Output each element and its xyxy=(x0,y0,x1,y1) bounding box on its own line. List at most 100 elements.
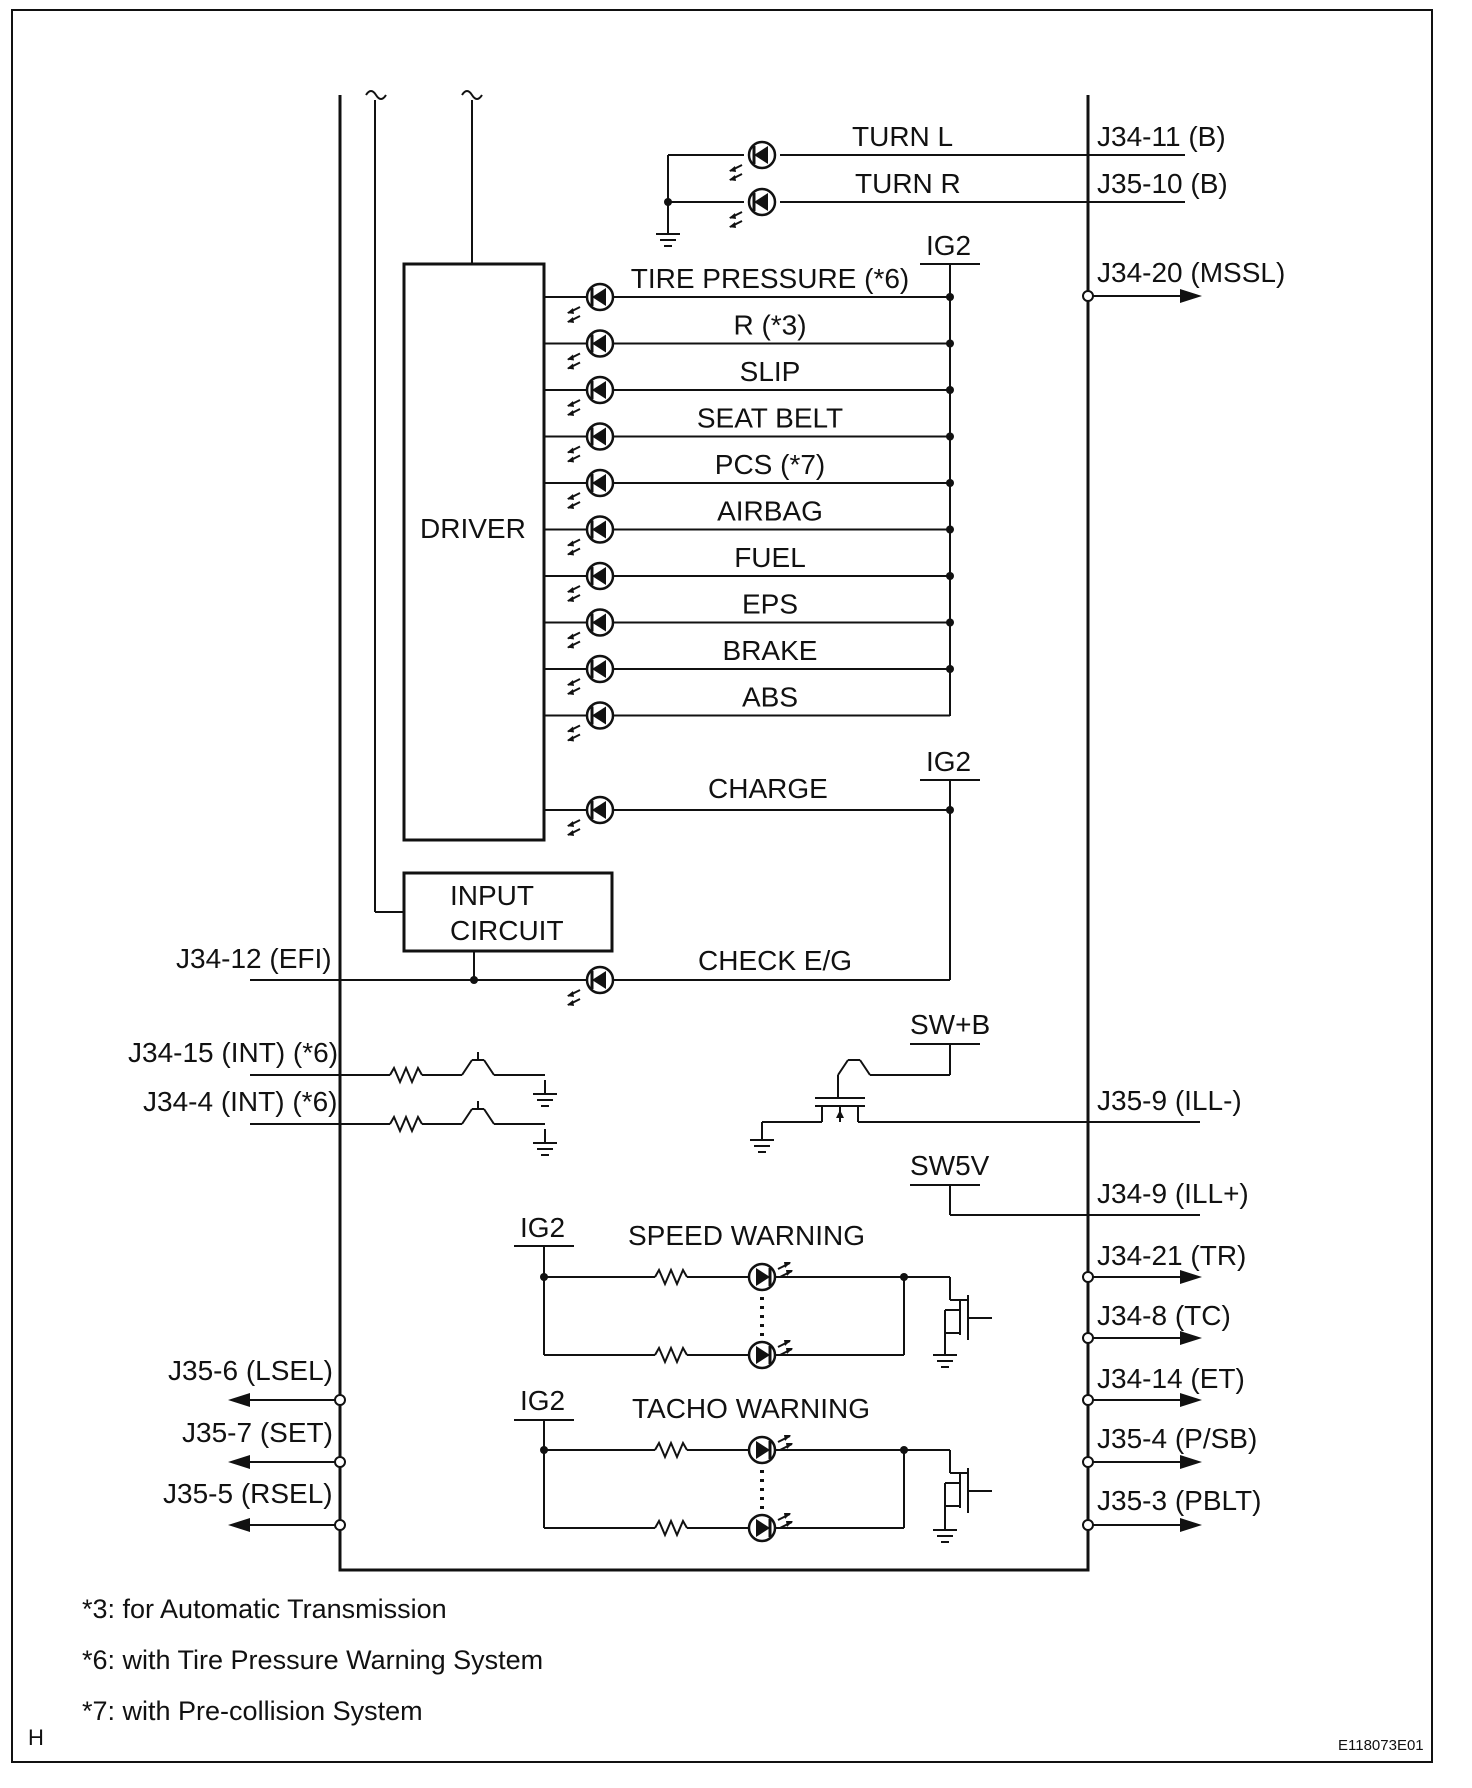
figure-code: E118073E01 xyxy=(1338,1737,1424,1754)
ig2-label-d: IG2 xyxy=(520,1385,565,1416)
output-arrow xyxy=(1180,1455,1202,1469)
indicator-label: EPS xyxy=(742,589,798,620)
led-turn-right-icon xyxy=(727,187,777,230)
junction-dot xyxy=(664,198,672,206)
output-arrow xyxy=(228,1393,250,1407)
output-arrow xyxy=(1180,1393,1202,1407)
ground-symbol xyxy=(932,1340,958,1368)
break-mark-2 xyxy=(461,90,483,100)
indicator-label: ABS xyxy=(742,682,798,713)
pin-j34-8: J34-8 (TC) xyxy=(1097,1300,1231,1331)
indicator-led-icon xyxy=(565,561,615,604)
indicator-led-icon xyxy=(565,515,615,557)
ground-symbol xyxy=(532,1079,558,1107)
ground-symbol xyxy=(532,1128,558,1156)
led-turn-left-icon xyxy=(727,140,777,183)
pin-j35-3: J35-3 (PBLT) xyxy=(1097,1485,1261,1516)
terminal-circle xyxy=(334,1519,346,1531)
junction-dot xyxy=(946,806,954,814)
terminal-circle xyxy=(1082,1519,1094,1531)
junction-dot xyxy=(946,339,954,348)
pin-j34-11: J34-11 (B) xyxy=(1097,121,1226,152)
indicator-label: TIRE PRESSURE (*6) xyxy=(631,263,910,294)
output-arrow xyxy=(1180,1518,1202,1532)
output-arrow xyxy=(1180,1270,1202,1284)
indicator-led-icon xyxy=(565,468,615,511)
swb-label: SW+B xyxy=(910,1009,990,1040)
pin-j35-4: J35-4 (P/SB) xyxy=(1097,1423,1257,1454)
pin-j34-21: J34-21 (TR) xyxy=(1097,1240,1246,1271)
turn-right-label: TURN R xyxy=(855,168,961,199)
charge-label: CHARGE xyxy=(708,773,828,804)
indicator-led-icon xyxy=(565,282,615,325)
input-circuit-label-2: CIRCUIT xyxy=(450,915,564,946)
indicator-label: FUEL xyxy=(734,542,806,573)
junction-dot xyxy=(946,432,954,441)
terminal-circle xyxy=(1082,1456,1094,1468)
indicator-label: AIRBAG xyxy=(717,496,823,527)
tacho-warning-circuit: IG2 TACHO WARNING xyxy=(514,1385,992,1543)
int-input-2 xyxy=(250,1101,558,1156)
terminal-circle xyxy=(334,1456,346,1468)
indicator-led-icon xyxy=(565,701,615,743)
output-arrow xyxy=(1180,1331,1202,1345)
terminal-circle xyxy=(1082,290,1094,302)
driver-block xyxy=(402,262,546,842)
output-arrow xyxy=(228,1518,250,1532)
junction-dot xyxy=(946,479,954,487)
indicator-led-icon xyxy=(565,422,615,464)
led-charge-icon xyxy=(565,795,615,838)
meter-body-outline xyxy=(338,95,1090,1572)
indicator-label: SLIP xyxy=(740,356,801,387)
pin-j35-7: J35-7 (SET) xyxy=(182,1417,333,1448)
junction-dot xyxy=(946,293,954,301)
ig2-label-b: IG2 xyxy=(926,746,971,777)
indicator-led-icon xyxy=(565,375,615,418)
indicator-label: BRAKE xyxy=(723,635,818,666)
int-input-1 xyxy=(250,1052,558,1107)
output-arrow xyxy=(228,1455,250,1469)
pin-j34-12: J34-12 (EFI) xyxy=(176,943,332,974)
input-circuit-label-1: INPUT xyxy=(450,880,534,911)
ill-mosfet xyxy=(762,1097,1200,1123)
junction-dot xyxy=(946,665,954,673)
indicator-led-icon xyxy=(565,329,615,371)
indicator-label: SEAT BELT xyxy=(697,403,843,434)
outer-frame xyxy=(11,9,1433,1763)
indicator-rows: TIRE PRESSURE (*6) R (*3) SLIP SEAT BELT PCS… xyxy=(544,263,954,743)
junction-dot xyxy=(946,386,954,394)
junction-dot xyxy=(470,976,478,984)
corner-letter: H xyxy=(28,1725,44,1750)
pin-j35-10: J35-10 (B) xyxy=(1097,168,1228,199)
pin-j34-15: J34-15 (INT) (*6) xyxy=(128,1037,338,1068)
pin-j34-20: J34-20 (MSSL) xyxy=(1097,257,1285,288)
speed-warning-circuit: IG2 SPEED WARNING xyxy=(514,1212,992,1370)
pin-j35-5: J35-5 (RSEL) xyxy=(163,1478,333,1509)
terminal-circle xyxy=(334,1394,346,1406)
ground-symbol xyxy=(655,219,681,247)
input-circuit-block xyxy=(402,871,614,953)
ground-symbol xyxy=(749,1125,775,1153)
tacho-warning-label: TACHO WARNING xyxy=(632,1393,870,1424)
turn-left-label: TURN L xyxy=(852,121,953,152)
driver-label: DRIVER xyxy=(420,513,526,544)
speed-warning-label: SPEED WARNING xyxy=(628,1220,865,1251)
left-output-pins xyxy=(228,1393,346,1532)
indicator-led-icon xyxy=(565,654,615,697)
ground-symbol xyxy=(932,1515,958,1543)
check-eg-label: CHECK E/G xyxy=(698,945,852,976)
indicator-led-icon xyxy=(565,608,615,650)
terminal-circle xyxy=(1082,1394,1094,1406)
ig2-label-a: IG2 xyxy=(926,230,971,261)
output-arrow xyxy=(1180,289,1202,303)
right-output-pins xyxy=(1082,1270,1202,1532)
led-check-eg-icon xyxy=(565,965,615,1008)
note-6: *6: with Tire Pressure Warning System xyxy=(82,1645,543,1675)
junction-dot xyxy=(946,525,954,534)
terminal-circle xyxy=(1082,1332,1094,1344)
break-mark-1 xyxy=(365,90,387,100)
indicator-label: R (*3) xyxy=(733,310,806,341)
pin-j34-4: J34-4 (INT) (*6) xyxy=(143,1086,337,1117)
indicator-label: PCS (*7) xyxy=(715,449,825,480)
